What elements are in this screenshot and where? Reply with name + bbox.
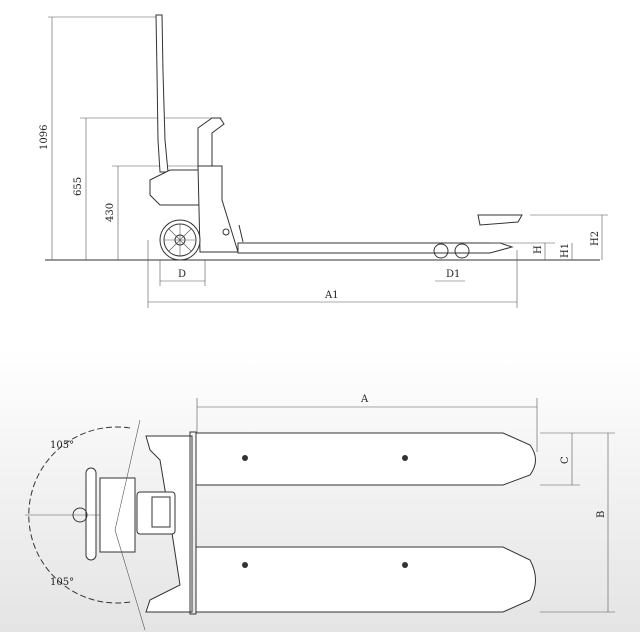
steer-wheel bbox=[159, 219, 201, 261]
steer-arc bbox=[28, 426, 131, 604]
label-C: C bbox=[560, 456, 571, 464]
load-roller bbox=[433, 243, 449, 259]
handle-head bbox=[197, 117, 225, 167]
frame-plate bbox=[145, 435, 193, 613]
label-H2: H2 bbox=[590, 231, 601, 246]
label-A: A bbox=[360, 394, 369, 405]
handle-grip bbox=[85, 467, 97, 561]
top-view: A 105° 105° C B bbox=[25, 394, 615, 631]
fork-lower bbox=[195, 546, 536, 613]
label-A1: A1 bbox=[324, 290, 339, 301]
label-B: B bbox=[596, 511, 607, 518]
label-D1: D1 bbox=[446, 269, 460, 280]
label-430: 430 bbox=[105, 203, 116, 222]
label-655: 655 bbox=[73, 177, 84, 196]
label-angle-bottom: 105° bbox=[50, 577, 74, 588]
scale-indicator bbox=[136, 491, 176, 535]
handle-yoke bbox=[99, 477, 136, 553]
label-H1: H1 bbox=[560, 243, 571, 258]
pump-unit bbox=[149, 169, 201, 206]
handle bbox=[155, 14, 169, 173]
load-roller bbox=[454, 243, 470, 259]
fork-upper bbox=[195, 432, 536, 486]
label-D: D bbox=[178, 269, 186, 280]
fork-lowered bbox=[237, 242, 514, 254]
side-view: 1096 655 430 D D1 bbox=[39, 14, 608, 308]
label-H: H bbox=[533, 245, 544, 254]
label-angle-top: 105° bbox=[50, 440, 74, 451]
chassis bbox=[197, 165, 239, 253]
fork-raised-tip bbox=[477, 214, 523, 226]
label-1096: 1096 bbox=[39, 125, 50, 150]
